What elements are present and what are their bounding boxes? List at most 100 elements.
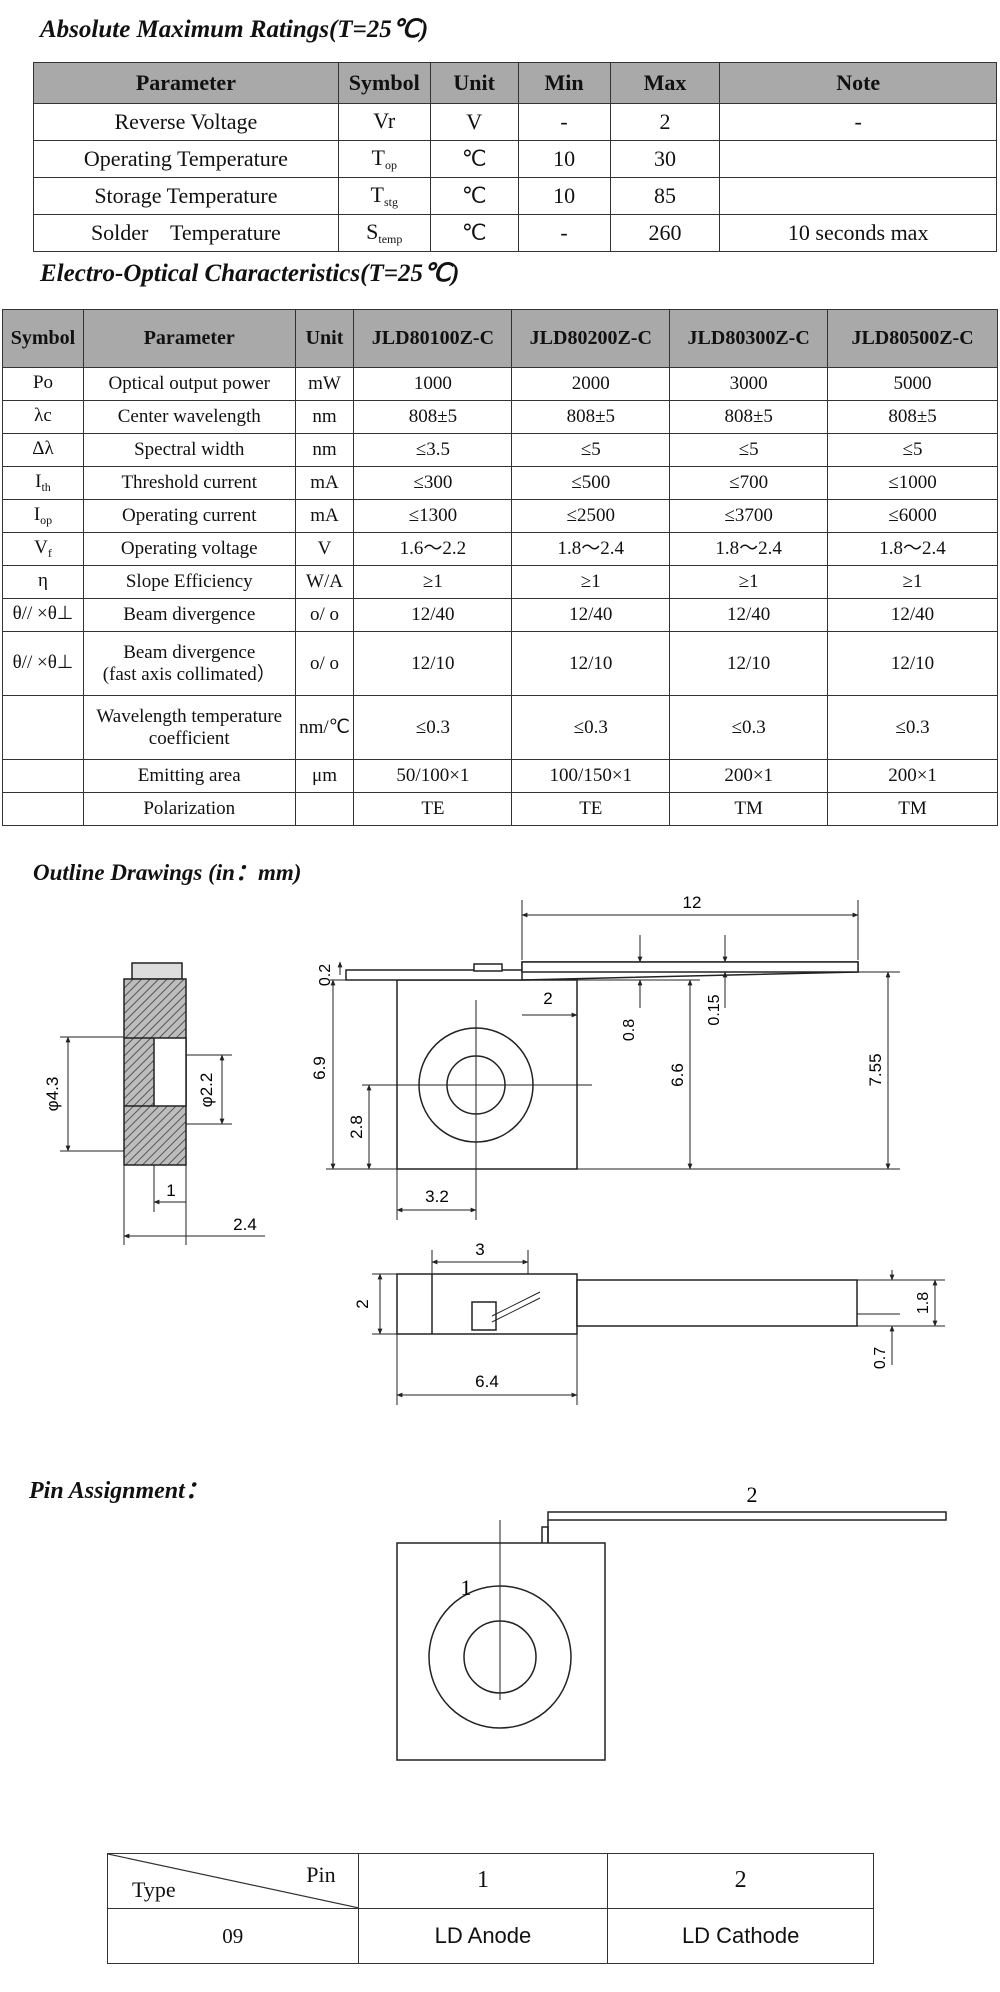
dim-755: 7.55 (866, 1053, 885, 1086)
parameter-line: Spectral width (134, 439, 245, 461)
symbol-main: I (35, 471, 42, 493)
cell-parameter: Spectral width (82, 433, 296, 467)
parameter-line: Threshold current (121, 472, 258, 494)
pin2-value: LD Cathode (607, 1908, 874, 1964)
dim-02: 0.2 (317, 964, 334, 986)
symbol-main: S (366, 219, 379, 245)
pin-assignment-drawing (396, 1511, 947, 1761)
pin-table: Pin Type 1 2 09 LD Anode LD Cathode (107, 1853, 874, 1964)
symbol-main: θ// ×θ⊥ (12, 603, 74, 625)
dim-66: 6.6 (668, 1063, 687, 1087)
cell-value: ≤1300 (353, 499, 513, 533)
cell-symbol (2, 792, 84, 826)
cell-parameter: Beam divergence(fast axis collimated） (82, 631, 296, 696)
cell-value: TE (353, 792, 513, 826)
pin-table-row: 09 LD Anode LD Cathode (107, 1908, 874, 1964)
abs-max-header-row: Parameter Symbol Unit Min Max Note (33, 62, 997, 104)
symbol-sub: th (41, 480, 51, 495)
symbol-main: T (370, 182, 384, 208)
pin-header-label: Pin (306, 1862, 336, 1887)
symbol-sub: op (384, 158, 397, 173)
cell-param: Operating Temperature (33, 140, 339, 178)
dim-24: 2.4 (233, 1215, 257, 1234)
cell-parameter: Operating current (82, 499, 296, 533)
cell-unit: o/ o (294, 631, 355, 696)
cell-value: 12/10 (669, 631, 829, 696)
cell-symbol: Ith (2, 466, 84, 500)
dim-3: 3 (475, 1240, 484, 1259)
parameter-line-2: (fast axis collimated） (102, 663, 276, 685)
cell-value: ≤6000 (827, 499, 998, 533)
cell-unit (294, 792, 355, 826)
cell-unit: mW (294, 367, 355, 401)
cell-value: 50/100×1 (353, 759, 513, 793)
cell-value: ≥1 (669, 565, 829, 599)
symbol-sub: temp (378, 232, 403, 247)
cell-unit: V (429, 103, 519, 141)
pin-assignment-title: Pin Assignment： (29, 1478, 209, 1504)
cell-value: 1.8～2.4 (827, 532, 998, 566)
cell-parameter: Operating voltage (82, 532, 296, 566)
cell-symbol: Stemp (337, 214, 431, 252)
parameter-line: Beam divergence (123, 641, 256, 663)
cell-note: 10 seconds max (719, 214, 997, 252)
eo-title: Electro-Optical Characteristics(T=25℃) (40, 260, 460, 287)
cell-parameter: Optical output power (82, 367, 296, 401)
dim-015: 0.15 (706, 994, 723, 1025)
cell-value: 1000 (353, 367, 513, 401)
abs-max-table: Parameter Symbol Unit Min Max Note Rever… (33, 62, 997, 252)
cell-symbol: Δλ (2, 433, 84, 467)
cell-parameter: Beam divergence (82, 598, 296, 632)
abs-max-title: Absolute Maximum Ratings(T=25℃) (40, 16, 429, 43)
table-row: θ// ×θ⊥ Beam divergence(fast axis collima… (2, 631, 998, 696)
parameter-line: Optical output power (108, 373, 270, 395)
symbol-main: I (33, 504, 41, 526)
pin1-value: LD Anode (357, 1908, 609, 1964)
pin-col-2: 2 (607, 1853, 874, 1909)
cell-value: 5000 (827, 367, 998, 401)
symbol-main: θ// ×θ⊥ (12, 651, 74, 673)
cell-value: 808±5 (511, 400, 671, 434)
parameter-line: Operating voltage (120, 538, 258, 560)
cell-parameter: Polarization (82, 792, 296, 826)
cell-value: 2000 (511, 367, 671, 401)
cell-symbol: η (2, 565, 84, 599)
dim-69: 6.9 (310, 1056, 329, 1080)
cell-unit: o/ o (294, 598, 355, 632)
cell-unit: ℃ (429, 140, 519, 178)
front-view-drawing (326, 900, 900, 1220)
cell-value: TE (511, 792, 671, 826)
cell-max: 260 (609, 214, 721, 252)
cell-value: TM (669, 792, 829, 826)
symbol-main: Vr (373, 108, 396, 134)
col-header: JLD80200Z-C (511, 309, 671, 368)
col-header: Parameter (33, 62, 339, 104)
side-view-drawing (60, 962, 265, 1245)
symbol-sub: op (40, 513, 53, 528)
cell-symbol: λc (2, 400, 84, 434)
cell-unit: mA (294, 466, 355, 500)
dim-07: 0.7 (872, 1347, 889, 1369)
cell-value: 12/10 (353, 631, 513, 696)
col-header: Parameter (82, 309, 296, 368)
cell-value: 12/40 (511, 598, 671, 632)
cell-param: Reverse Voltage (33, 103, 339, 141)
cell-value: ≤5 (827, 433, 998, 467)
parameter-line: Emitting area (137, 765, 241, 787)
symbol-sub: stg (383, 195, 398, 210)
cell-note (719, 140, 997, 178)
dim-1: 1 (166, 1181, 175, 1200)
dim-phi43: φ4.3 (43, 1077, 62, 1112)
symbol-main: η (38, 570, 48, 592)
outline-title: Outline Drawings (in：mm) (33, 860, 302, 885)
cell-value: 100/150×1 (511, 759, 671, 793)
